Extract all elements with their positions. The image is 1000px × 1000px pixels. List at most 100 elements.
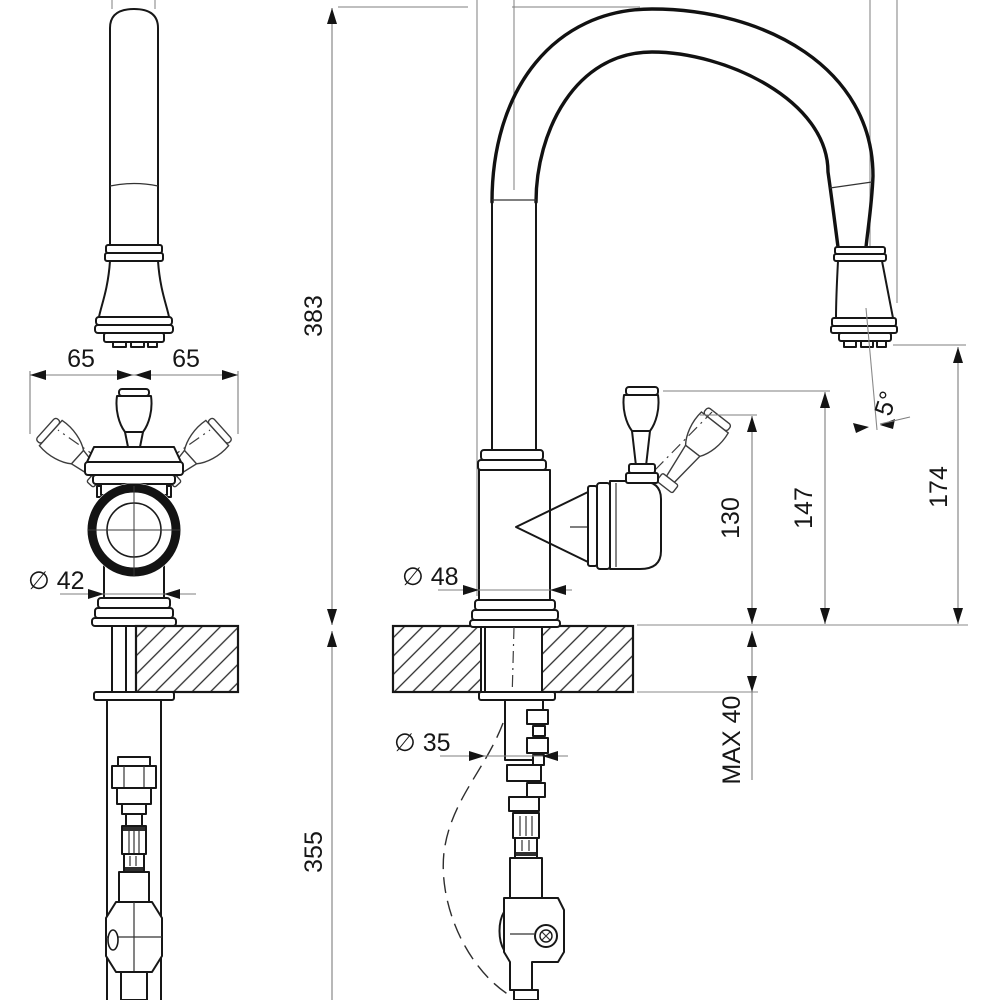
weight-hole [107, 929, 119, 951]
weight-bulge [498, 911, 505, 951]
handle-knob-cap [625, 386, 659, 396]
spout-seam-side [829, 181, 873, 189]
aerator-front [103, 332, 165, 343]
arrowhead [820, 392, 830, 408]
handle-knob [115, 395, 153, 433]
aerator-notch [876, 340, 887, 348]
aerator-notch [147, 341, 158, 348]
arrowhead [747, 416, 757, 432]
mounting-flange [478, 691, 556, 701]
dim-handle-open-height: 130 [717, 497, 745, 539]
base-ring [94, 607, 174, 619]
arrowhead [550, 585, 566, 595]
arrowhead [327, 631, 337, 647]
fitting [526, 737, 549, 754]
dim-spread-right: 65 [172, 345, 200, 373]
dim-outlet-height: 174 [925, 466, 953, 508]
arrowhead [820, 608, 830, 624]
handle-ghost-open [656, 407, 732, 494]
arrowhead [747, 608, 757, 624]
aerator-side [838, 332, 892, 342]
dim-dia-body-side: ∅ 48 [402, 563, 459, 591]
deck-hole [481, 625, 542, 693]
fitting [116, 787, 152, 805]
arrowhead [327, 8, 337, 24]
hose-weight-side [503, 897, 565, 991]
aerator-notch [860, 340, 874, 348]
spray-axis-tilted [865, 307, 878, 431]
arrowhead [30, 370, 46, 380]
fitting [506, 764, 542, 782]
dim-spout-height: 383 [300, 295, 328, 337]
dim-below-deck: 355 [300, 831, 328, 873]
sprayhead-collar [831, 317, 897, 327]
valve-hub-cone [515, 491, 589, 563]
base-ring [91, 617, 177, 627]
base-ring [97, 597, 171, 609]
dim-dia-body-front: ∅ 42 [28, 567, 85, 595]
arrowhead [469, 751, 485, 761]
valve-ring [596, 482, 611, 570]
arrowhead [853, 423, 869, 433]
mounting-flange [93, 691, 175, 701]
sprayhead-ring [104, 252, 164, 262]
fitting [117, 756, 151, 767]
arrowhead [953, 347, 963, 363]
bonnet-tier [84, 461, 184, 476]
sprayhead-ring [834, 246, 886, 255]
base-ring [474, 599, 556, 611]
hose-tube [509, 857, 543, 899]
screw-cross [541, 931, 551, 941]
handle-knob-cap [118, 388, 150, 397]
sprayhead-body-side [835, 260, 894, 319]
fitting [532, 725, 546, 737]
coupling-band [125, 867, 143, 871]
hex-nut [111, 765, 157, 789]
valve-cap [609, 480, 662, 570]
side-view [391, 0, 968, 1000]
gooseneck-outer [490, 7, 875, 249]
arrowhead [88, 589, 104, 599]
arrowhead [463, 585, 479, 595]
weight-screw-head [539, 929, 553, 943]
arrowhead [747, 631, 757, 647]
pullout-hose-dashed [442, 699, 515, 999]
fitting [125, 813, 143, 827]
coupling-band [516, 852, 536, 856]
arrowhead [135, 370, 151, 380]
body-column-side [478, 469, 551, 601]
spout-tube-front [109, 8, 159, 246]
fitting [526, 709, 549, 725]
aerator-notch [130, 341, 145, 348]
arrowhead [327, 609, 337, 625]
arrowhead [222, 370, 238, 380]
dim-spray-angle: 5° [869, 388, 903, 419]
fitting [508, 796, 540, 812]
arrowhead [747, 676, 757, 692]
handle-collar [628, 463, 656, 474]
hose-tube [513, 989, 539, 1000]
arrowhead [117, 370, 133, 380]
coupling-band [123, 827, 145, 831]
hose-tube [120, 971, 148, 1000]
sprayhead-collar [95, 316, 173, 326]
dim-dia-shank: ∅ 35 [394, 729, 451, 757]
sprayhead-collar [830, 325, 898, 334]
aerator-notch [112, 341, 127, 348]
sprayhead-collar [94, 324, 174, 334]
handle-knob [622, 394, 660, 432]
bonnet-tier [86, 446, 182, 463]
dimensions: 65 65 ∅ 42 ∅ 48 ∅ 35 383 355 130 [28, 6, 966, 1000]
sprayhead-ring [833, 253, 887, 262]
base-ring [469, 619, 561, 628]
countertop-section-front [134, 624, 240, 694]
handle-collar [625, 472, 659, 484]
dim-spread-left: 65 [67, 345, 95, 373]
valve-ring [587, 485, 598, 567]
hose-tube [118, 871, 150, 903]
fitting [526, 782, 546, 798]
front-view [36, 0, 240, 1000]
sprayhead-ring [105, 244, 163, 254]
